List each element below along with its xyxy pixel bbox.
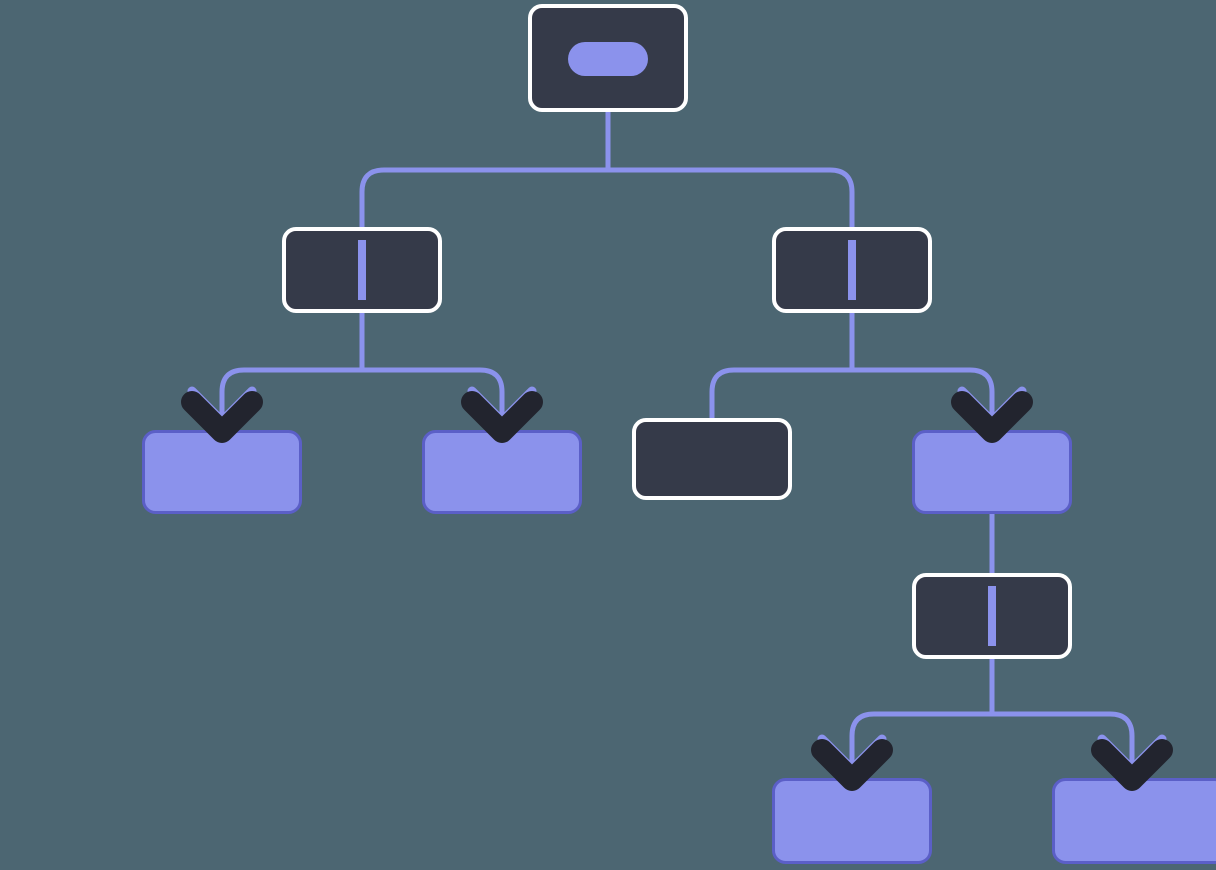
node-marker-bar-branch-left <box>358 240 366 300</box>
edge-edge-branch-right-to-accent-node-d <box>852 367 995 436</box>
arrowhead-dark-chevron-icon <box>1091 739 1173 791</box>
node-marker-pill-root <box>568 42 648 76</box>
node-leaf-b[interactable] <box>422 430 582 514</box>
edge-edge-root-to-branch-right <box>608 167 855 300</box>
node-marker-bar-branch-right <box>848 240 856 300</box>
node-body-accent-node-d[interactable] <box>912 430 1072 514</box>
node-dark-node-e[interactable] <box>912 573 1072 659</box>
node-branch-left[interactable] <box>282 227 442 313</box>
node-accent-node-d[interactable] <box>912 430 1072 514</box>
edge-edge-dark-node-e-to-leaf-g <box>992 711 1135 784</box>
nodes-layer <box>142 4 1216 864</box>
edge-edge-branch-right-to-dark-leaf-c <box>709 313 855 418</box>
arrowhead-edge-branch-left-to-leaf-b <box>461 386 543 443</box>
arrows-layer <box>181 386 1173 791</box>
node-dark-leaf-c[interactable] <box>632 418 792 500</box>
node-body-dark-leaf-c[interactable] <box>632 418 792 500</box>
node-body-leaf-f[interactable] <box>772 778 932 864</box>
node-leaf-g[interactable] <box>1052 778 1216 864</box>
edge-edge-branch-left-to-leaf-b <box>362 367 505 436</box>
edge-edge-dark-node-e-to-leaf-f <box>849 659 995 784</box>
node-body-leaf-b[interactable] <box>422 430 582 514</box>
node-body-leaf-a[interactable] <box>142 430 302 514</box>
node-root[interactable] <box>528 4 688 112</box>
arrowhead-edge-branch-left-to-leaf-a <box>181 386 263 443</box>
arrowhead-dark-chevron-icon <box>461 391 543 443</box>
arrowhead-edge-branch-right-to-accent-node-d <box>951 386 1033 443</box>
arrowhead-dark-chevron-icon <box>181 391 263 443</box>
node-leaf-a[interactable] <box>142 430 302 514</box>
arrowhead-edge-dark-node-e-to-leaf-g <box>1091 734 1173 791</box>
arrowhead-dark-chevron-icon <box>811 739 893 791</box>
node-marker-bar-dark-node-e <box>988 586 996 646</box>
node-body-leaf-g[interactable] <box>1052 778 1216 864</box>
edges-layer <box>219 42 1135 784</box>
node-branch-right[interactable] <box>772 227 932 313</box>
arrowhead-dark-chevron-icon <box>951 391 1033 443</box>
edge-edge-branch-left-to-leaf-a <box>219 313 365 436</box>
edge-edge-root-to-branch-left <box>359 167 608 300</box>
node-leaf-f[interactable] <box>772 778 932 864</box>
arrowhead-edge-dark-node-e-to-leaf-f <box>811 734 893 791</box>
